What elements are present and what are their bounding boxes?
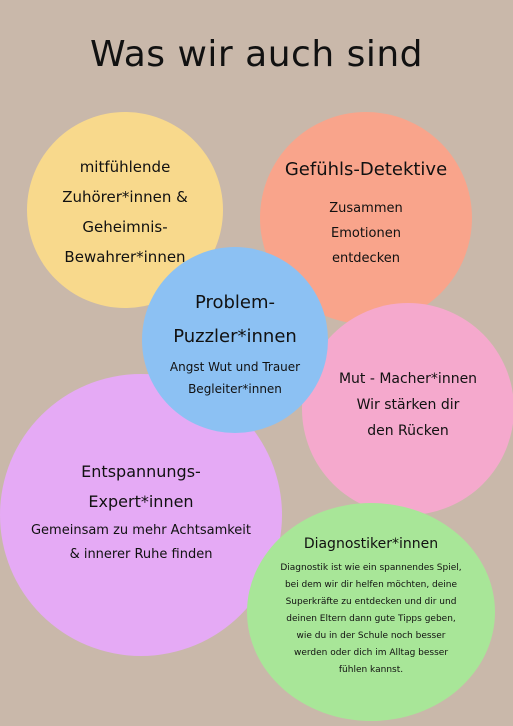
text-line: den Rücken bbox=[367, 423, 449, 439]
circle-text: Gemeinsam zu mehr Achtsamkeit & innerer … bbox=[31, 519, 251, 567]
heading-line: Puzzler*innen bbox=[173, 326, 297, 347]
circle-text: Mut - Macher*innen Wir stärken dir den R… bbox=[339, 366, 477, 444]
text-line: wie du in der Schule noch besser bbox=[296, 630, 446, 641]
text-line: Emotionen bbox=[331, 226, 401, 241]
text-line: Mut - Macher*innen bbox=[338, 371, 478, 387]
circle-gefuehls-detektive: Gefühls-Detektive Zusammen Emotionen ent… bbox=[260, 112, 472, 324]
circle-mut-macher: Mut - Macher*innen Wir stärken dir den R… bbox=[302, 303, 513, 515]
circle-heading: Problem- Puzzler*innen bbox=[173, 286, 297, 354]
text-line: werden oder dich im Alltag besser bbox=[293, 647, 449, 658]
heading-line: Problem- bbox=[194, 292, 276, 313]
text-line: Gemeinsam zu mehr Achtsamkeit bbox=[30, 523, 252, 538]
circle-heading: Entspannungs- Expert*innen bbox=[81, 457, 201, 517]
circle-text: Angst Wut und Trauer Begleiter*innen bbox=[170, 356, 300, 400]
text-line: & innerer Ruhe finden bbox=[69, 547, 213, 562]
text-line: entdecken bbox=[331, 251, 401, 266]
circle-zuhoerer: mitfühlende Zuhörer*innen & Geheimnis- B… bbox=[27, 112, 223, 308]
text-line: Begleiter*innen bbox=[188, 382, 282, 396]
text-line: Diagnostik ist wie ein spannendes Spiel, bbox=[280, 562, 462, 573]
text-line: Geheimnis- bbox=[82, 218, 168, 236]
text-line: Superkräfte zu entdecken und dir und bbox=[285, 596, 457, 607]
heading-line: Entspannungs- bbox=[81, 462, 201, 481]
circle-text: Diagnostik ist wie ein spannendes Spiel,… bbox=[276, 560, 466, 679]
text-line: Zuhörer*innen & bbox=[62, 188, 188, 206]
circle-text: mitfühlende Zuhörer*innen & Geheimnis- B… bbox=[62, 152, 188, 272]
circle-heading: Gefühls-Detektive bbox=[284, 159, 448, 180]
page-title: Was wir auch sind bbox=[89, 34, 424, 75]
circle-text: Zusammen Emotionen entdecken bbox=[329, 196, 402, 271]
heading-line: Expert*innen bbox=[88, 492, 194, 511]
text-line: Zusammen bbox=[329, 201, 403, 216]
circle-problem-puzzler: Problem- Puzzler*innen Angst Wut und Tra… bbox=[142, 247, 328, 433]
text-line: bei dem wir dir helfen möchten, deine bbox=[284, 579, 458, 590]
text-line: Bewahrer*innen bbox=[64, 248, 186, 266]
text-line: fühlen kannst. bbox=[338, 664, 404, 675]
circle-heading: Diagnostiker*innen bbox=[303, 535, 439, 552]
text-line: mitfühlende bbox=[79, 158, 171, 176]
text-line: Angst Wut und Trauer bbox=[169, 360, 301, 374]
text-line: Wir stärken dir bbox=[356, 397, 460, 413]
text-line: deinen Eltern dann gute Tipps geben, bbox=[286, 613, 456, 624]
circle-diagnostiker: Diagnostiker*innen Diagnostik ist wie ei… bbox=[247, 503, 495, 721]
